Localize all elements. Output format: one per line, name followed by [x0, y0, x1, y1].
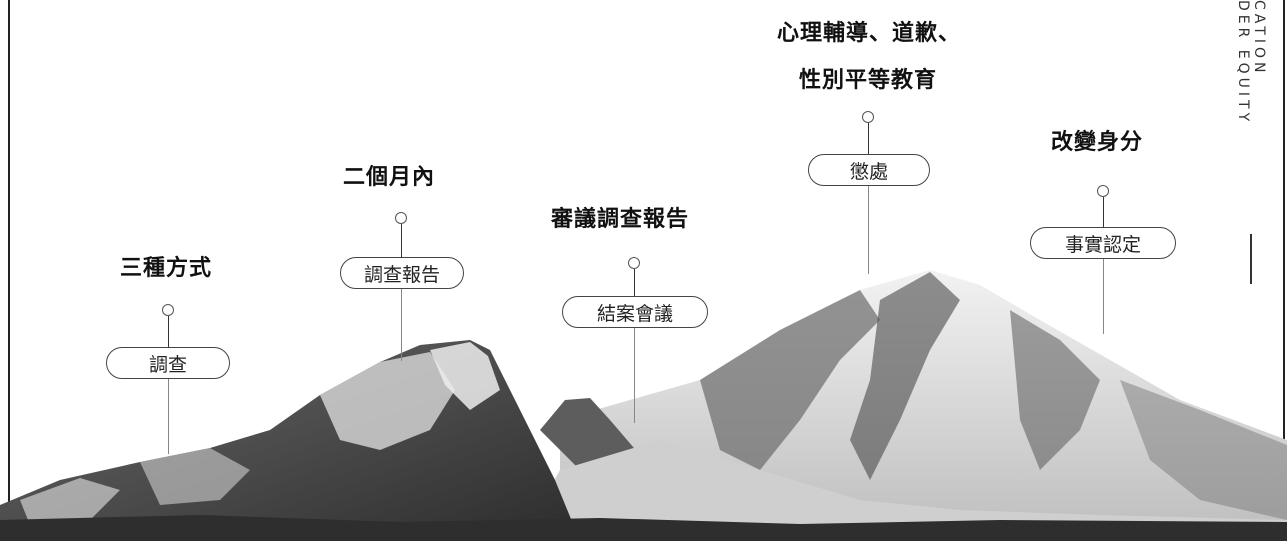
step-pill-label: 事實認定 — [1030, 227, 1176, 259]
step-connector — [401, 224, 402, 258]
step-node-dot — [862, 111, 874, 123]
side-title-line2: CATION — [1251, 0, 1267, 77]
step-guide-line — [1103, 259, 1104, 334]
step-title: 三種方式 — [120, 256, 213, 281]
side-title-line1: DER EQUITY — [1235, 0, 1251, 126]
step-pill-label: 調查報告 — [340, 257, 464, 289]
step-node-dot — [395, 212, 407, 224]
step-guide-line — [868, 186, 869, 274]
step-title-line2: 性別平等教育 — [799, 68, 938, 93]
step-guide-line — [168, 379, 169, 454]
step-node-dot — [162, 304, 174, 316]
step-guide-line — [634, 328, 635, 423]
step-connector — [634, 269, 635, 297]
step-connector — [168, 316, 169, 348]
step-title: 二個月內 — [343, 165, 436, 190]
side-divider — [1250, 234, 1252, 284]
step-title: 改變身分 — [1051, 130, 1144, 155]
step-title: 審議調查報告 — [551, 207, 690, 232]
step-node-dot — [1097, 185, 1109, 197]
step-guide-line — [401, 289, 402, 361]
step-node-dot — [628, 257, 640, 269]
step-pill-label: 懲處 — [808, 154, 930, 186]
step-connector — [1103, 197, 1104, 228]
step-title-line1: 心理輔導、道歉、 — [777, 21, 962, 46]
step-pill-label: 調查 — [106, 347, 230, 379]
step-connector — [868, 123, 869, 155]
step-pill-label: 結案會議 — [562, 296, 708, 328]
